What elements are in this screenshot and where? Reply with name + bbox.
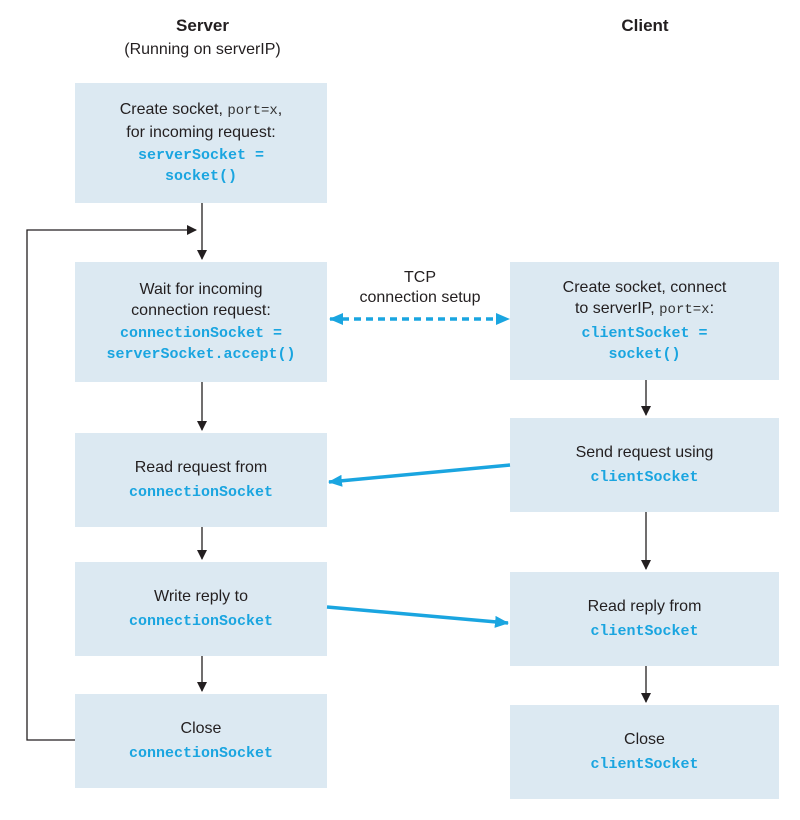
server-port-code: port=x [227, 103, 278, 119]
client-column-title: Client [621, 16, 669, 35]
server-create-text-2: for incoming request: [126, 124, 276, 141]
server-socket-code-2: socket() [164, 168, 237, 185]
server-write-text: Write reply to [154, 588, 248, 605]
client-send-box: Send request using clientSocket [510, 418, 779, 512]
server-create-socket-box: Create socket, port=x, for incoming requ… [75, 83, 327, 203]
tcp-setup-label: TCP connection setup [330, 268, 510, 308]
client-read-text: Read reply from [587, 598, 702, 615]
client-close-box: Close clientSocket [510, 705, 779, 799]
server-write-box: Write reply to connectionSocket [75, 562, 327, 656]
server-loop-back-arrow [26, 225, 197, 741]
client-socket-code-1: clientSocket = [581, 325, 708, 342]
client-send-text: Send request using [575, 444, 714, 461]
server-close-box: Close connectionSocket [75, 694, 327, 788]
client-read-box: Read reply from clientSocket [510, 572, 779, 666]
server-column-subtitle: (Running on serverIP) [124, 41, 281, 58]
tcp-label-line-1: TCP [404, 269, 436, 286]
server-wait-text-1: Wait for incoming [139, 281, 263, 298]
client-send-code: clientSocket [590, 469, 699, 486]
client-create-socket-box: Create socket, connect to serverIP, port… [510, 262, 779, 380]
server-socket-code-1: serverSocket = [137, 147, 265, 164]
client-port-code: port=x [659, 302, 710, 318]
server-read-text: Read request from [134, 459, 268, 476]
tcp-label-line-2: connection setup [359, 289, 481, 306]
server-create-text: Create socket, [119, 101, 228, 118]
client-close-code: clientSocket [590, 756, 699, 773]
server-close-text: Close [180, 720, 222, 737]
server-close-code: connectionSocket [128, 745, 274, 762]
client-read-code: clientSocket [590, 623, 699, 640]
server-read-box: Read request from connectionSocket [75, 433, 327, 527]
reply-arrow [326, 605, 509, 628]
request-arrow [328, 463, 511, 487]
server-column-title: Server [176, 16, 229, 35]
server-wait-code-1: connectionSocket = [119, 325, 283, 342]
client-create-text-1: Create socket, connect [562, 279, 727, 296]
server-wait-text-2: connection request: [131, 302, 271, 319]
server-wait-box: Wait for incoming connection request: co… [75, 262, 327, 382]
client-socket-code-2: socket() [608, 346, 681, 363]
server-wait-code-2: serverSocket.accept() [106, 346, 296, 363]
client-create-text-2: to serverIP, [574, 300, 660, 317]
client-close-text: Close [624, 731, 665, 748]
server-read-code: connectionSocket [128, 484, 274, 501]
server-write-code: connectionSocket [128, 613, 274, 630]
